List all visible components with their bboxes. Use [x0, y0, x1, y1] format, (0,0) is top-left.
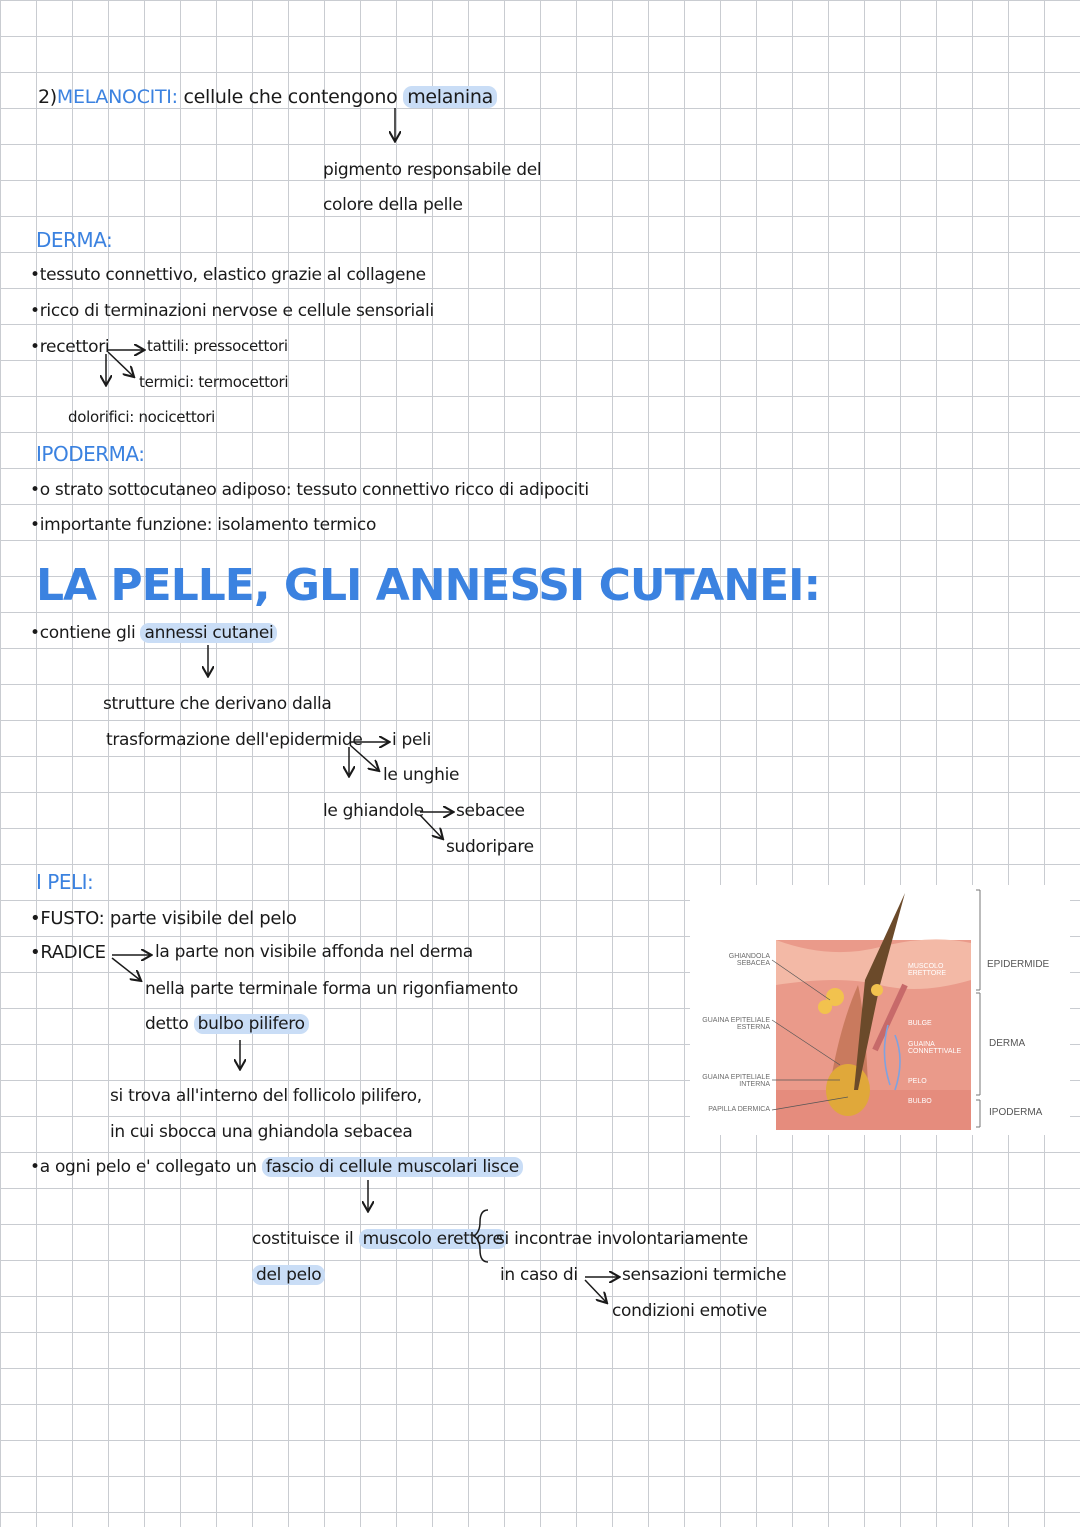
recettori-termici: termici: termocettori [139, 373, 289, 391]
peli-heading: I PELI: [36, 870, 94, 894]
recettori-tattili: tattili: pressocettori [147, 337, 288, 355]
label-guaina-interna: GUAINA EPITELIALE INTERNA [702, 1074, 770, 1089]
radice-text-1: la parte non visibile affonda nel derma [155, 942, 473, 962]
costituisce-line: costituisce il muscolo erettore [252, 1229, 507, 1249]
fusto-label: •FUSTO: [30, 908, 105, 929]
sensazioni-text: sensazioni termiche [622, 1265, 787, 1285]
fusto-text: parte visibile del pelo [109, 908, 297, 929]
label-papilla-dermica: PAPILLA DERMICA [708, 1106, 770, 1113]
radice-text-2: nella parte terminale forma un rigonfiam… [145, 979, 518, 999]
label-muscolo-erettore: MUSCOLO ERETTORE [908, 963, 946, 978]
melanociti-term: MELANOCITI: [56, 86, 178, 108]
fascio-bullet: •a ogni pelo e' collegato un [30, 1157, 257, 1177]
annessi-line: •contiene gli annessi cutanei [30, 623, 278, 643]
annessi-def-2: trasformazione dell'epidermide [106, 730, 363, 750]
fascio-line: •a ogni pelo e' collegato un fascio di c… [30, 1157, 523, 1177]
del-pelo: del pelo [252, 1265, 326, 1285]
ipoderma-heading: IPODERMA: [36, 442, 145, 466]
melanociti-text: cellule che contengono [183, 86, 398, 108]
layer-epidermide: EPIDERMIDE [987, 959, 1050, 970]
annessi-peli: i peli [392, 730, 432, 750]
annessi-ghiandole: le ghiandole [323, 801, 424, 821]
del-pelo-highlight: del pelo [252, 1265, 326, 1285]
annessi-unghie: le unghie [383, 765, 460, 785]
radice-label: •RADICE [30, 942, 106, 963]
melanina-expl-2: colore della pelle [323, 195, 463, 215]
label-bulge: BULGE [908, 1020, 932, 1027]
layer-derma: DERMA [989, 1038, 1026, 1049]
derma-bullet-3: •recettori [30, 337, 110, 357]
follicolo-text-1: si trova all'interno del follicolo pilif… [110, 1086, 422, 1106]
bulbo-highlight: bulbo pilifero [193, 1014, 309, 1034]
melanina-expl-1: pigmento responsabile del [323, 160, 542, 180]
label-pelo: PELO [908, 1078, 927, 1085]
follicle-illustration [771, 889, 981, 1130]
annessi-bullet: •contiene gli [30, 623, 136, 643]
derma-bullet-2: •ricco di terminazioni nervose e cellule… [30, 301, 434, 321]
detto-text: detto [145, 1014, 189, 1034]
annessi-highlight: annessi cutanei [140, 623, 278, 643]
follicolo-text-2: in cui sbocca una ghiandola sebacea [110, 1122, 413, 1142]
radice-text-3: detto bulbo pilifero [145, 1014, 309, 1034]
label-guaina-esterna: GUAINA EPITELIALE ESTERNA [702, 1017, 770, 1032]
recettori-dolorifici: dolorifici: nocicettori [68, 408, 216, 426]
label-guaina-connettivale: GUAINA CONNETTIVALE [908, 1041, 962, 1056]
ghiandole-sudoripare: sudoripare [446, 837, 534, 857]
layer-ipoderma: IPODERMA [989, 1107, 1043, 1118]
fascio-highlight: fascio di cellule muscolari lisce [261, 1157, 523, 1177]
label-bulbo: BULBO [908, 1098, 932, 1105]
label-ghiandola-sebacea: GHIANDOLA SEBACEA [728, 953, 770, 968]
costituisce-text: costituisce il [252, 1229, 354, 1249]
section-title: LA PELLE, GLI ANNESSI CUTANEI: [36, 560, 821, 611]
derma-bullet-1: •tessuto connettivo, elastico grazie al … [30, 265, 426, 285]
ipoderma-bullet-1: •o strato sottocutaneo adiposo: tessuto … [30, 480, 589, 500]
fusto-line: •FUSTO: parte visibile del pelo [30, 910, 297, 928]
muscolo-highlight: muscolo erettore [358, 1229, 507, 1249]
ipoderma-bullet-2: •importante funzione: isolamento termico [30, 515, 377, 535]
melanociti-line: 2)MELANOCITI: cellule che contengono mel… [38, 86, 497, 108]
ghiandole-sebacee: sebacee [456, 801, 525, 821]
annessi-def-1: strutture che derivano dalla [103, 694, 332, 714]
hair-follicle-diagram: GHIANDOLA SEBACEA GUAINA EPITELIALE ESTE… [690, 885, 1070, 1135]
in-caso-text: in caso di [500, 1265, 578, 1285]
contrae-text: si incontrae involontariamente [496, 1229, 748, 1249]
derma-heading: DERMA: [36, 228, 113, 252]
melanina-highlight: melanina [403, 86, 497, 108]
item-number: 2) [38, 86, 57, 108]
condizioni-text: condizioni emotive [612, 1301, 767, 1321]
